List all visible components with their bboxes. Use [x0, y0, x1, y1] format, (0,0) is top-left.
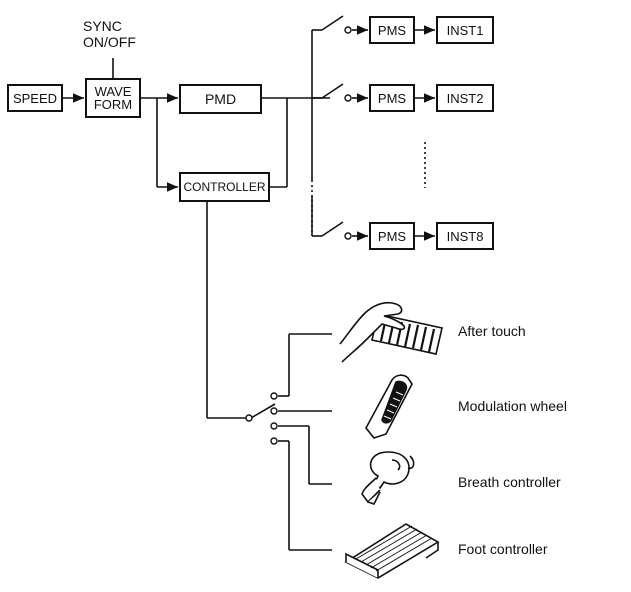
speed-label: SPEED: [13, 92, 57, 105]
pms-block-8: PMS: [369, 222, 415, 250]
sync-label: SYNC ON/OFF: [83, 18, 136, 50]
inst-block-1: INST1: [436, 16, 494, 44]
pmd-label: PMD: [205, 93, 236, 106]
pms-block-2: PMS: [369, 84, 415, 112]
pmd-block: PMD: [179, 84, 262, 114]
foot-controller-label: Foot controller: [458, 541, 547, 557]
waveform-block: WAVE FORM: [85, 78, 141, 118]
pms-label-1: PMS: [378, 24, 406, 37]
inst-label-2: INST2: [447, 92, 484, 105]
controller-block: CONTROLLER: [179, 172, 270, 202]
controller-label: CONTROLLER: [183, 181, 265, 194]
inst-block-8: INST8: [436, 222, 494, 250]
after-touch-label: After touch: [458, 323, 526, 339]
breath-controller-label: Breath controller: [458, 474, 561, 490]
foot-pedal-icon: [342, 518, 442, 580]
speed-block: SPEED: [7, 84, 63, 112]
inst-block-2: INST2: [436, 84, 494, 112]
pms-label-2: PMS: [378, 92, 406, 105]
inst-label-1: INST1: [447, 24, 484, 37]
sync-label-line2: ON/OFF: [83, 34, 136, 50]
breath-controller-icon: [358, 448, 418, 506]
inst-label-8: INST8: [447, 230, 484, 243]
pms-label-8: PMS: [378, 230, 406, 243]
hand-on-keyboard-icon: [338, 292, 448, 364]
modulation-wheel-label: Modulation wheel: [458, 398, 567, 414]
modulation-wheel-icon: [362, 372, 418, 442]
sync-label-line1: SYNC: [83, 18, 136, 34]
pms-block-1: PMS: [369, 16, 415, 44]
waveform-label-line2: FORM: [94, 98, 132, 111]
